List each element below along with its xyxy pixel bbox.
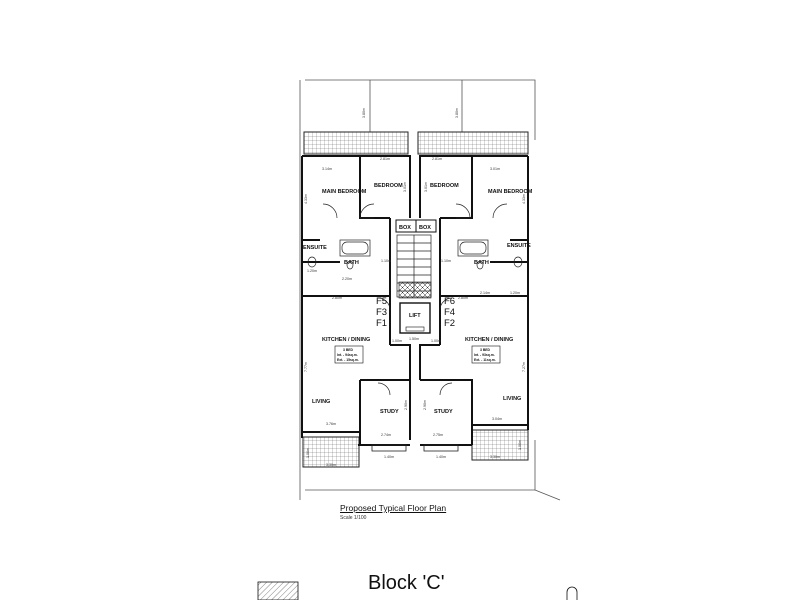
dim-kitchen-left-top: 2.80m xyxy=(332,296,342,300)
dim-bed-left-height: 3.01m xyxy=(403,182,407,192)
room-bedroom-left: BEDROOM xyxy=(374,183,403,189)
dim-main-bed-left-height: 4.33m xyxy=(304,194,308,204)
dim-study-right-height: 2.90m xyxy=(423,400,427,410)
dim-balcony-right: 3.30m xyxy=(490,455,500,459)
floor-tag-right-3: F2 xyxy=(444,318,455,329)
dimension-labels: 3.80m 3.80m 2.81m 2.81m 3.14m 3.01m 3.01… xyxy=(304,108,526,467)
room-kitchen-dining-right: KITCHEN / DINING xyxy=(465,337,513,343)
area-note-right-1: 3 BED xyxy=(480,348,491,352)
dim-study-right-width: 2.75m xyxy=(433,433,443,437)
dim-main-bed-right-width: 3.01m xyxy=(490,167,500,171)
room-main-bedroom-right: MAIN BEDROOM xyxy=(488,189,533,195)
room-kitchen-dining-left: KITCHEN / DINING xyxy=(322,337,370,343)
room-bath-left: BATH xyxy=(344,260,359,266)
floor-tag-left-3: F1 xyxy=(376,318,387,329)
room-ensuite-right: ENSUITE xyxy=(507,243,531,249)
dim-ensuite-right: 1.20m xyxy=(510,291,520,295)
landing-hatch xyxy=(398,281,432,299)
dim-main-bed-right-height: 4.33m xyxy=(522,194,526,204)
dim-top-right-span: 3.80m xyxy=(455,108,459,118)
north-symbol xyxy=(566,586,578,600)
dim-bedroom-left-width: 2.81m xyxy=(380,157,390,161)
floor-tag-right-1: F6 xyxy=(444,296,455,307)
dim-study-left-height: 2.90m xyxy=(404,400,408,410)
area-note-right-box xyxy=(471,345,501,364)
box-right xyxy=(415,219,437,233)
lift-label: LIFT xyxy=(409,313,421,319)
balcony-bottom-right xyxy=(471,429,529,461)
dim-window-left: 1.40m xyxy=(384,455,394,459)
dim-bedroom-right-width: 2.81m xyxy=(432,157,442,161)
dim-lift-width: 1.50m xyxy=(409,337,419,341)
box-left-label: BOX xyxy=(399,225,411,231)
block-title: Block 'C' xyxy=(368,572,445,594)
room-living-right: LIVING xyxy=(503,396,521,402)
drawing-caption: Proposed Typical Floor Plan xyxy=(340,503,447,513)
lift-door xyxy=(405,326,425,332)
dim-corridor-left: 1.00m xyxy=(392,339,402,343)
walls xyxy=(301,155,529,446)
box-right-label: BOX xyxy=(419,225,431,231)
dim-living-left-height: 7.77m xyxy=(304,362,308,372)
dim-window-right: 1.40m xyxy=(436,455,446,459)
dim-living-right-height: 7.27m xyxy=(522,362,526,372)
dim-balcony-right-height: 1.00m xyxy=(518,440,522,450)
dim-living-right-width: 3.04m xyxy=(492,417,502,421)
dim-living-left-width: 3.76m xyxy=(326,422,336,426)
dim-balcony-left: 3.30m xyxy=(326,463,336,467)
area-note-left-3: Ext. - 15sq.m. xyxy=(337,358,359,362)
floor-tag-left-1: F5 xyxy=(376,296,387,307)
dim-balcony-left-height: 1.00m xyxy=(306,448,310,458)
room-study-left: STUDY xyxy=(380,409,399,415)
room-ensuite-left: ENSUITE xyxy=(303,245,327,251)
dim-study-left-width: 2.74m xyxy=(381,433,391,437)
room-living-left: LIVING xyxy=(312,399,330,405)
dim-stair-right: 1.10m xyxy=(441,259,451,263)
door-swings xyxy=(322,203,508,396)
dim-main-bed-left-width: 3.14m xyxy=(322,167,332,171)
area-note-left-2: Int. - 94sq.m. xyxy=(337,353,358,357)
balcony-top-right xyxy=(417,131,529,155)
hatched-element xyxy=(257,581,299,600)
bath-fixtures xyxy=(307,239,523,270)
dim-bed-right-height: 3.01m xyxy=(424,182,428,192)
dim-stair-left: 1.10m xyxy=(381,259,391,263)
dim-corridor-right: 1.00m xyxy=(431,339,441,343)
room-main-bedroom-left: MAIN BEDROOM xyxy=(322,189,367,195)
site-boundary xyxy=(299,79,561,501)
dim-bath-left: 2.20m xyxy=(342,277,352,281)
dim-ensuite-left: 1.20m xyxy=(307,269,317,273)
dim-top-left-span: 3.80m xyxy=(362,108,366,118)
dim-bath-right: 2.14m xyxy=(480,291,490,295)
area-note-left-1: 3 BED xyxy=(343,348,354,352)
room-bedroom-right: BEDROOM xyxy=(430,183,459,189)
dim-kitchen-right-top: 2.80m xyxy=(458,296,468,300)
floor-tag-right-2: F4 xyxy=(444,307,455,318)
floor-tag-left-2: F3 xyxy=(376,307,387,318)
window-frames xyxy=(371,444,459,452)
area-note-left-box xyxy=(334,345,364,364)
room-bath-right: BATH xyxy=(474,260,489,266)
balcony-bottom-left xyxy=(302,436,360,468)
balcony-top-left xyxy=(303,131,409,155)
lift-shaft xyxy=(399,302,431,334)
area-note-right-3: Ext. - 11sq.m. xyxy=(474,358,496,362)
area-note-right-2: Int. - 93sq.m. xyxy=(474,353,495,357)
room-study-right: STUDY xyxy=(434,409,453,415)
drawing-scale: Scale 1/100 xyxy=(340,515,367,521)
